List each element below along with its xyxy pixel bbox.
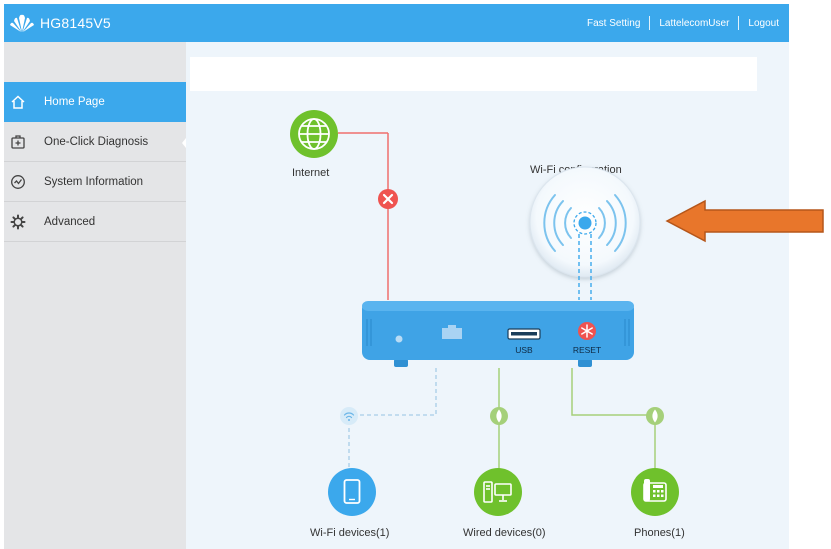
reset-label: RESET: [573, 345, 601, 355]
top-nav: Fast Setting LattelecomUser Logout: [587, 4, 779, 42]
logout-link[interactable]: Logout: [748, 17, 779, 29]
user-link[interactable]: LattelecomUser: [659, 17, 730, 29]
nav-divider: [738, 16, 740, 30]
sidebar-item-label: Advanced: [44, 215, 96, 228]
phones-label: Phones(1): [634, 527, 685, 539]
phone-status-icon: [646, 407, 664, 425]
wifi-devices-link: [348, 368, 437, 472]
desktop-computer-icon: [483, 481, 512, 503]
wifi-devices-label: Wi-Fi devices(1): [310, 527, 389, 539]
network-topology: Internet Wi-Fi configuration: [290, 110, 685, 539]
home-icon: [8, 92, 28, 112]
usb-port-icon: [507, 328, 541, 340]
brand: HG8145V5: [8, 10, 111, 36]
wired-devices-label: Wired devices(0): [463, 527, 546, 539]
sidebar-item-label: Home Page: [44, 96, 105, 108]
status-banner: [190, 57, 757, 91]
internet-label: Internet: [292, 167, 329, 179]
ethernet-port-icon: [442, 325, 462, 339]
phones-button[interactable]: [631, 468, 679, 516]
telephone-icon: [643, 479, 667, 502]
fast-setting-link[interactable]: Fast Setting: [587, 17, 641, 29]
phones-link: [571, 368, 656, 472]
main-content: Internet Wi-Fi configuration: [186, 42, 789, 549]
wired-status-icon: [490, 407, 508, 425]
tablet-icon: [343, 479, 361, 504]
wifi-devices-button[interactable]: [328, 468, 376, 516]
diagnosis-icon: [8, 132, 28, 152]
nav-divider: [649, 16, 651, 30]
power-led-icon: [395, 335, 403, 343]
sidebar-item-one-click-diagnosis[interactable]: One-Click Diagnosis: [4, 122, 186, 162]
usb-label: USB: [515, 345, 533, 355]
annotation-arrow-icon: [665, 199, 824, 243]
wired-devices-button[interactable]: [474, 468, 522, 516]
wifi-configuration-button[interactable]: [529, 166, 641, 278]
sidebar: Home Page One-Click Diagnosis System Inf…: [4, 42, 190, 549]
sidebar-item-home-page[interactable]: Home Page: [4, 82, 186, 122]
router-device: USB RESET: [362, 301, 634, 367]
model-name: HG8145V5: [40, 15, 111, 31]
wifi-status-icon: [340, 407, 358, 425]
top-bar: HG8145V5 Fast Setting LattelecomUser Log…: [4, 4, 789, 42]
sidebar-item-label: System Information: [44, 175, 144, 188]
system-info-icon: [8, 172, 28, 192]
sidebar-item-label: One-Click Diagnosis: [44, 135, 149, 148]
connection-error-icon[interactable]: [378, 189, 398, 209]
wifi-signal-icon: [543, 194, 627, 252]
internet-globe-icon[interactable]: [290, 110, 338, 158]
gear-icon: [8, 212, 28, 232]
huawei-logo-icon: [10, 14, 34, 33]
reset-button[interactable]: [578, 322, 596, 340]
sidebar-item-system-information[interactable]: System Information: [4, 162, 186, 202]
sidebar-item-advanced[interactable]: Advanced: [4, 202, 186, 242]
